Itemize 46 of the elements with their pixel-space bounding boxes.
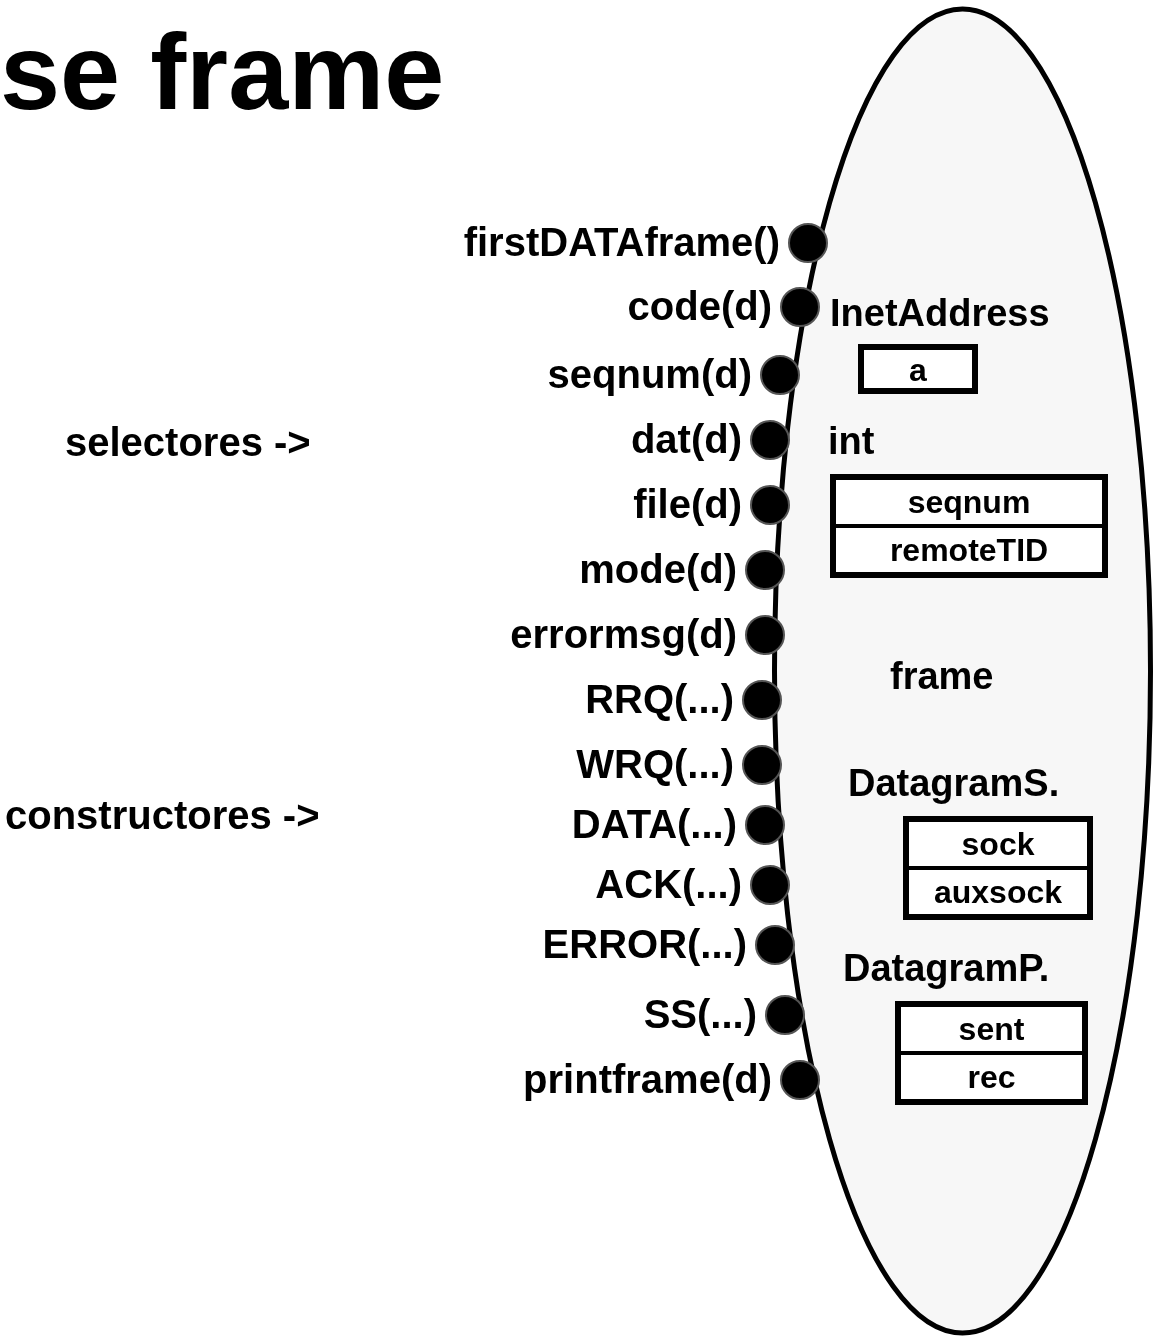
type-heading: DatagramS.	[848, 761, 1061, 806]
method-label: DATA(...)	[571, 801, 737, 847]
type-heading: DatagramP.	[843, 946, 1051, 991]
connector-dot	[750, 865, 790, 905]
method-label: ACK(...)	[595, 861, 742, 907]
connector-dot	[745, 615, 785, 655]
field-cell: a	[858, 344, 978, 394]
connector-dot	[788, 223, 828, 263]
connector-dot	[742, 745, 782, 785]
method-label: WRQ(...)	[576, 741, 734, 787]
section-label: selectores ->	[65, 420, 311, 465]
connector-dot	[780, 1060, 820, 1100]
class-name: frame	[890, 655, 994, 698]
method-label: RRQ(...)	[585, 676, 734, 722]
connector-dot	[760, 355, 800, 395]
method-label: code(d)	[627, 283, 772, 329]
connector-dot	[750, 485, 790, 525]
field-cell: auxsock	[909, 870, 1087, 914]
method-label: errormsg(d)	[510, 611, 737, 657]
method-label: SS(...)	[643, 991, 757, 1037]
slide-title: se frame	[0, 10, 445, 134]
connector-dot	[745, 805, 785, 845]
method-label: printframe(d)	[523, 1056, 772, 1102]
connector-dot	[745, 550, 785, 590]
field-box	[895, 1001, 1088, 1105]
method-label: dat(d)	[630, 416, 742, 462]
method-label: mode(d)	[579, 546, 737, 592]
connector-dot	[750, 420, 790, 460]
connector-dot	[780, 287, 820, 327]
field-cell: sock	[909, 822, 1087, 866]
method-label: seqnum(d)	[547, 351, 752, 397]
method-label: ERROR(...)	[542, 921, 747, 967]
field-cell: rec	[901, 1055, 1082, 1099]
section-label: constructores ->	[5, 793, 320, 838]
field-box	[903, 816, 1093, 920]
method-label: firstDATAframe()	[463, 219, 780, 265]
field-cell: sent	[901, 1007, 1082, 1051]
connector-dot	[755, 925, 795, 965]
connector-dot	[765, 995, 805, 1035]
type-heading: int	[828, 419, 876, 464]
field-cell: seqnum	[836, 480, 1102, 524]
field-cell: remoteTID	[836, 528, 1102, 572]
type-heading: InetAddress	[830, 291, 1051, 336]
field-box	[830, 474, 1108, 578]
connector-dot	[742, 680, 782, 720]
method-label: file(d)	[633, 481, 742, 527]
